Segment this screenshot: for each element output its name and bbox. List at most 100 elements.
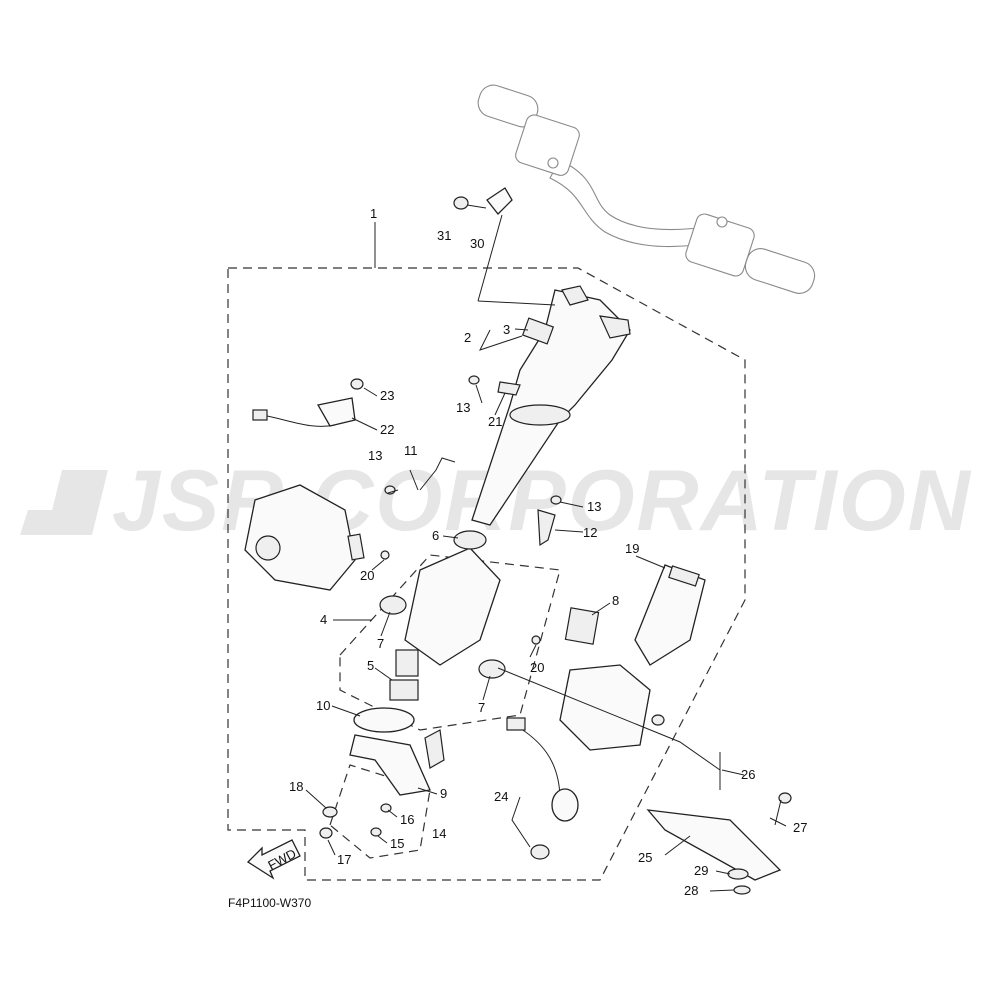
bolt-31-shank xyxy=(466,204,487,209)
bar-bolt-right xyxy=(716,216,728,228)
leader-28 xyxy=(709,889,735,892)
leader-6 xyxy=(442,535,459,539)
right-grip xyxy=(744,248,816,294)
leader-7-left xyxy=(380,611,391,637)
lower-left-parts xyxy=(319,803,392,839)
bolt-27-head xyxy=(778,792,792,804)
plate-25 xyxy=(646,809,782,881)
callout-3: 3 xyxy=(503,322,510,337)
spring-left xyxy=(347,533,365,561)
screw-23 xyxy=(350,378,364,390)
leader-2 xyxy=(479,329,523,351)
relay-8 xyxy=(564,607,600,645)
callout-27: 27 xyxy=(793,820,807,835)
clip-12 xyxy=(537,509,556,547)
callout-16: 16 xyxy=(400,812,414,827)
drawing-code: F4P1100-W370 xyxy=(228,896,311,910)
connector-24 xyxy=(506,717,526,731)
callout-1: 1 xyxy=(370,206,377,221)
assembly-boundary xyxy=(227,267,746,881)
fwd-label: FWD xyxy=(265,846,298,873)
leader-right-assembly xyxy=(497,667,721,771)
leader-11 xyxy=(409,469,419,491)
callout-26: 26 xyxy=(741,767,755,782)
clamp-bracket xyxy=(453,187,513,215)
switch-wiring xyxy=(252,378,364,427)
leader-3 xyxy=(514,328,529,331)
callout-28: 28 xyxy=(684,883,698,898)
callout-21: 21 xyxy=(488,414,502,429)
nut-20-left xyxy=(380,550,390,560)
bracket-30 xyxy=(486,187,513,215)
center-mechanism xyxy=(349,530,541,796)
nut-20-right xyxy=(531,635,541,645)
callout-22: 22 xyxy=(380,422,394,437)
clip-18 xyxy=(322,806,338,818)
bolt-15 xyxy=(370,827,382,837)
callout-29: 29 xyxy=(694,863,708,878)
washer-7-right xyxy=(478,659,506,679)
leader-29 xyxy=(715,870,731,875)
bolt-17 xyxy=(319,827,333,839)
steering-column xyxy=(471,285,631,526)
leader-18 xyxy=(305,789,327,809)
callout-4: 4 xyxy=(320,612,327,627)
leader-10 xyxy=(331,705,361,717)
bolt-13-top xyxy=(468,375,480,385)
leader-17 xyxy=(327,839,336,856)
callout-14: 14 xyxy=(432,826,446,841)
leader-30 xyxy=(477,214,503,302)
cover-19-window xyxy=(668,565,700,587)
callout-labels: 1 2 3 4 5 6 7 7 8 9 10 11 12 13 13 13 14… xyxy=(289,206,807,898)
bar-bolt-left xyxy=(547,157,559,169)
housing-4-bore xyxy=(255,535,281,561)
callout-30: 30 xyxy=(470,236,484,251)
column-collar xyxy=(509,404,571,426)
bracket-22 xyxy=(316,397,356,427)
right-switch xyxy=(685,213,755,277)
leader-15 xyxy=(377,835,388,844)
leader-24 xyxy=(511,796,531,848)
column-tab xyxy=(561,285,589,306)
leader-31-30-main xyxy=(477,300,556,306)
lever-9 xyxy=(349,734,431,796)
housing-right xyxy=(559,664,651,751)
callout-13-right: 13 xyxy=(587,499,601,514)
leader-19 xyxy=(635,555,666,569)
callout-18: 18 xyxy=(289,779,303,794)
callout-23: 23 xyxy=(380,388,394,403)
callout-15: 15 xyxy=(390,836,404,851)
leader-25 xyxy=(664,835,691,856)
bolt-31-head xyxy=(453,196,469,210)
callout-20-right: 20 xyxy=(530,660,544,675)
leader-13-top xyxy=(475,384,483,404)
watermark-logo-tail xyxy=(20,510,70,535)
leader-23 xyxy=(363,387,378,397)
callout-17: 17 xyxy=(337,852,351,867)
callout-7-right: 7 xyxy=(478,700,485,715)
connector-22 xyxy=(252,409,268,421)
leader-9 xyxy=(417,787,438,795)
left-housing xyxy=(244,484,407,615)
sensor-24 xyxy=(551,788,579,822)
leader-8 xyxy=(591,602,611,616)
leader-lines xyxy=(305,214,787,892)
pin-11 xyxy=(419,457,456,491)
screw-right xyxy=(651,714,665,726)
leader-13-mid xyxy=(387,489,399,494)
subassembly-boundary xyxy=(339,554,561,731)
column-tab-right xyxy=(599,315,631,339)
callout-5: 5 xyxy=(367,658,374,673)
leader-12 xyxy=(554,529,584,533)
washer-29 xyxy=(727,868,749,880)
callout-25: 25 xyxy=(638,850,652,865)
leader-7-right xyxy=(482,675,491,701)
wire-24 xyxy=(514,724,561,801)
callout-9: 9 xyxy=(440,786,447,801)
plate-10 xyxy=(353,707,415,733)
leader-27 xyxy=(769,817,787,827)
callout-8: 8 xyxy=(612,593,619,608)
leader-5 xyxy=(374,667,393,681)
